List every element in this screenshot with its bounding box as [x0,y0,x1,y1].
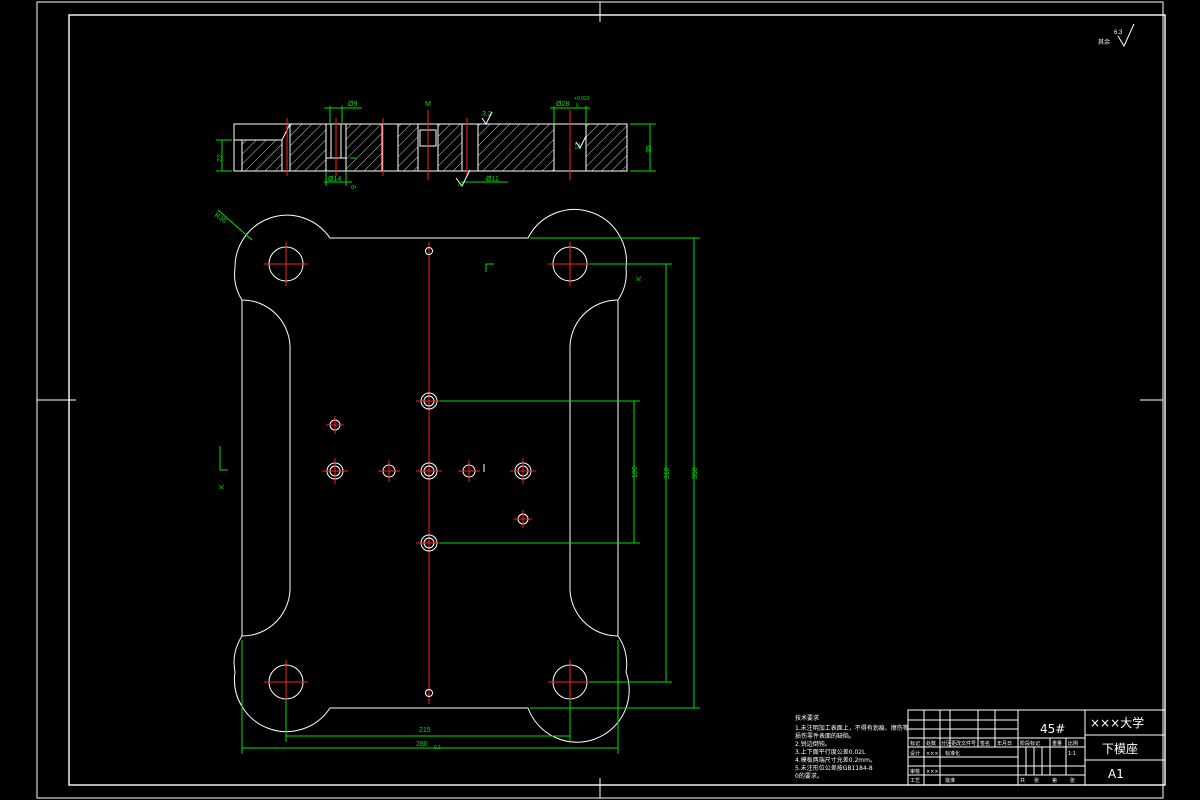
notes-line-7: 0的要求。 [795,772,823,780]
drawing-border [36,1,1166,799]
dim-bore-tol: +0.033 [574,96,590,102]
notes-line-3: 2.锐边倒钝。 [795,740,831,748]
cell-process: 工艺 [910,778,920,784]
dim-280: 280 [416,741,428,748]
section-view: 22 35 Ø9 M 3.2 Ø28 +0.033 0 12 Ø14 9 Ø11… [216,96,656,189]
dim-100: 100 [632,466,639,478]
notes-line-6: 5.未注形位公差按GB1184-8 [795,764,873,772]
cell-weight: 重量 [1052,740,1062,747]
roughness-symbol: 6.3 其余 [1098,23,1135,48]
dim-thread-m: M [425,101,431,108]
school-name: ×××大学 [1090,715,1144,730]
roughness-prefix: 其余 [1098,38,1110,46]
cell-scale: 1:1 [1068,751,1076,757]
cell-change-doc: 更改文件号 [951,740,976,747]
notes-title: 技术要求 [795,714,819,722]
notes-line-4: 3.上下面平行度公差0.02L [795,748,866,756]
cell-mark: 标记 [910,740,920,747]
dim-bore-d28: Ø28 [556,101,569,108]
cell-process-name: ××× [926,769,939,775]
cell-sign: 签名 [980,740,990,747]
cell-zone: 分区 [941,740,951,747]
dim-radius: R36 [213,212,228,225]
dim-hole-d9: Ø9 [348,101,357,108]
dim-roughness-32: 3.2 [482,111,492,118]
section-mark-top: K [636,276,643,281]
part-name: 下模座 [1102,741,1138,756]
cell-approve: 批准 [945,777,955,784]
material: 45# [1040,722,1065,736]
cell-stage-mark: 阶段标记 [1020,740,1040,747]
section-mark-left: K [219,484,226,489]
dim-height-22: 22 [217,154,224,162]
technical-notes: 技术要求 1.未注明加工表面上，不得有划痕、擦伤等 损伤零件表面的缺陷。 2.锐… [795,714,909,780]
cell-ratio: 比例 [1068,740,1078,747]
plan-view: K K R36 100 310 350 215 280 0.1 [213,208,700,754]
roughness-value: 6.3 [1114,30,1123,36]
cell-count: 处数 [926,740,936,747]
cell-date: 年月日 [997,740,1012,747]
notes-line-2: 损伤零件表面的缺陷。 [795,732,855,740]
dim-counterbore-d14: Ø14 [328,176,341,183]
cell-check: 审核 [910,768,920,775]
dim-bore-tol0: 0 [576,103,579,109]
dim-215: 215 [419,727,431,734]
cell-sheets: 张 [1034,777,1039,784]
cell-page: 第 [1052,777,1057,784]
dim-height-35: 35 [646,145,653,153]
dim-pin-d11: Ø11 [486,176,499,183]
dim-310: 310 [664,467,671,479]
dim-350: 350 [692,467,699,479]
cell-standard: 标准化 [945,750,960,757]
dim-roughness-small: 32 [458,182,464,188]
dim-280-tol: 0.1 [434,745,441,751]
dim-counterbore-depth: 9 [351,185,358,189]
cell-design: 设计 [910,750,920,757]
title-block: 标记 处数 分区 更改文件号 签名 年月日 设计 ××× 标准化 阶段标记 重量… [907,709,1166,786]
notes-line-5: 4.模板两端尺寸允差0.2mm。 [795,756,876,764]
cell-design-name: ××× [926,751,939,757]
cell-page-suffix: 张 [1070,777,1075,784]
sheet-size: A1 [1108,767,1124,781]
notes-line-1: 1.未注明加工表面上，不得有划痕、擦伤等 [795,724,909,732]
cell-total: 共 [1020,777,1025,784]
